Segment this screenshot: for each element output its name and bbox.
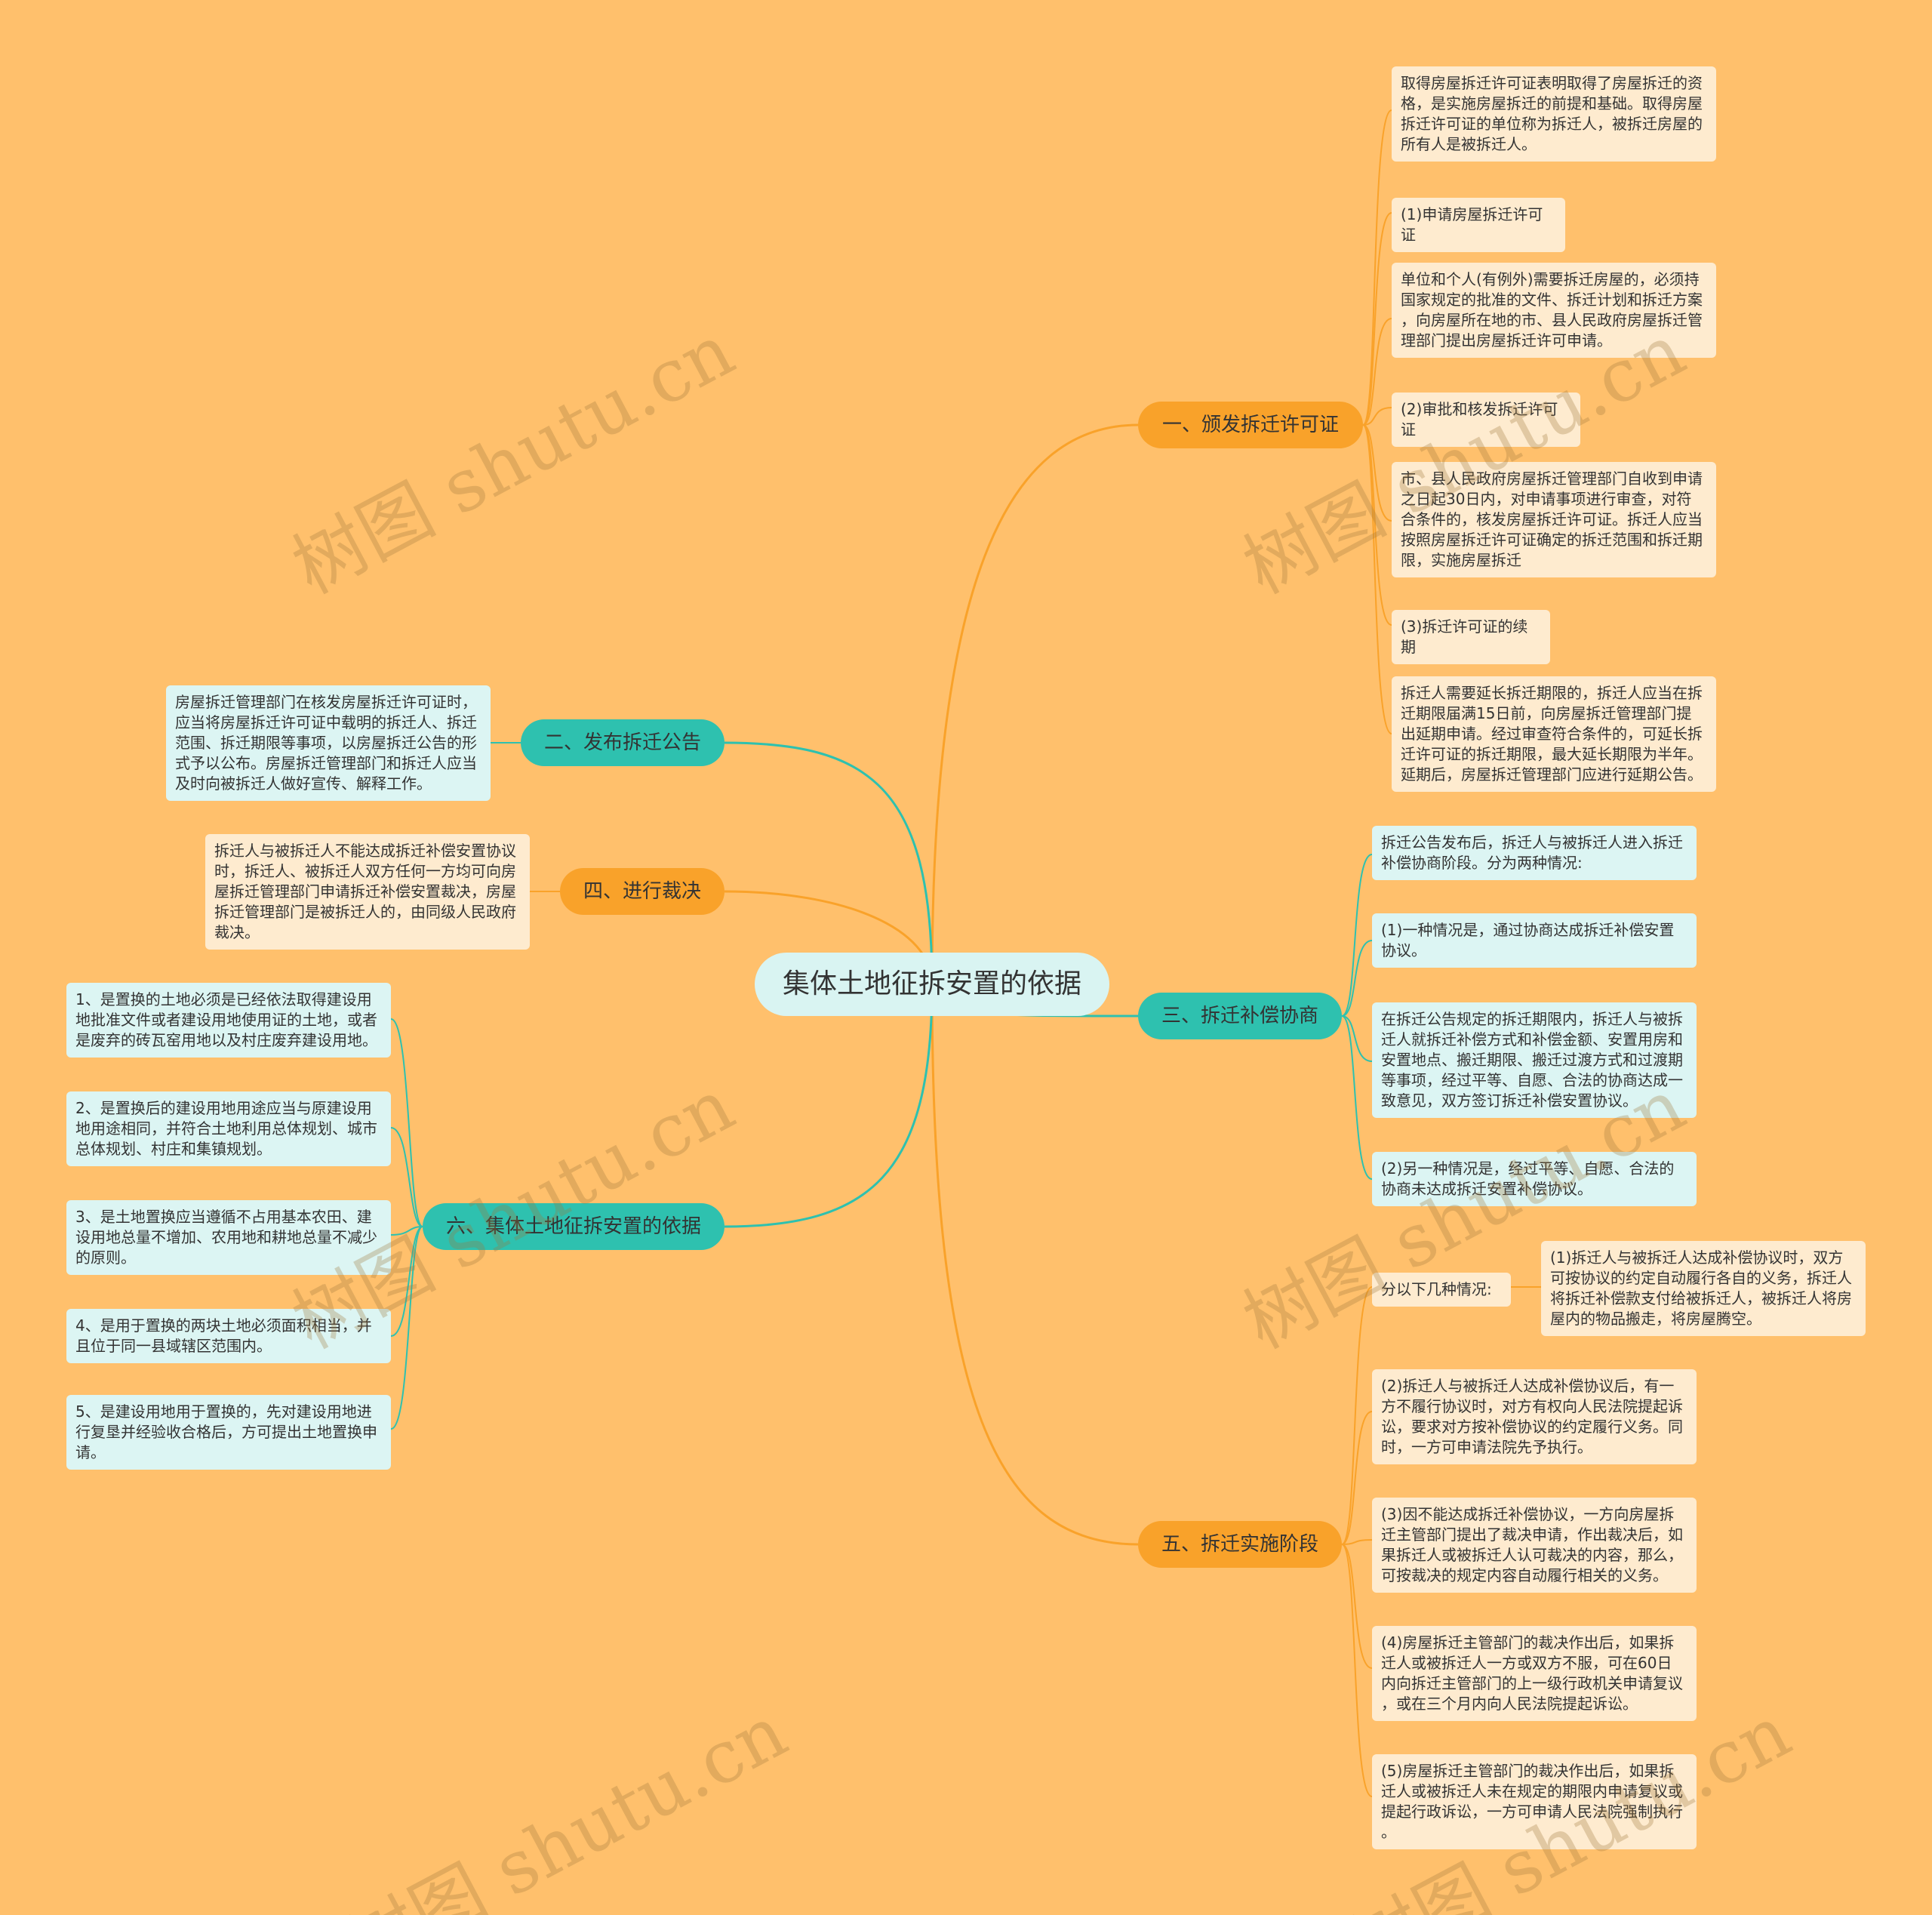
compensation-case-1: (1)一种情况是，通过协商达成拆迁补偿安置 协议。 bbox=[1372, 913, 1697, 968]
branch-ruling[interactable]: 四、进行裁决 bbox=[560, 868, 724, 915]
connector bbox=[1362, 424, 1392, 522]
connector bbox=[1341, 1286, 1373, 1545]
connector bbox=[1341, 854, 1373, 1017]
root-node[interactable]: 集体土地征拆安置的依据 bbox=[755, 953, 1109, 1016]
connector bbox=[724, 984, 934, 1228]
branch-publish-notice[interactable]: 二、发布拆迁公告 bbox=[521, 719, 724, 766]
branch-issue-permit[interactable]: 一、颁发拆迁许可证 bbox=[1138, 402, 1363, 448]
branch-collective-land-basis[interactable]: 六、集体土地征拆安置的依据 bbox=[423, 1203, 724, 1250]
connector bbox=[390, 1018, 423, 1227]
compensation-case-1-detail: 在拆迁公告规定的拆迁期限内，拆迁人与被拆 迁人就拆迁补偿方式和补偿金额、安置用房… bbox=[1372, 1002, 1697, 1118]
connector bbox=[931, 984, 1139, 1546]
connector bbox=[390, 1127, 423, 1227]
connector bbox=[1341, 1015, 1373, 1180]
connector bbox=[390, 1226, 423, 1430]
connector bbox=[1362, 318, 1392, 426]
permit-note-qualification: 取得房屋拆迁许可证表明取得了房屋拆迁的资 格，是实施房屋拆迁的前提和基础。取得房… bbox=[1392, 66, 1716, 162]
branch-implementation[interactable]: 五、拆迁实施阶段 bbox=[1138, 1521, 1342, 1568]
notice-note: 房屋拆迁管理部门在核发房屋拆迁许可证时， 应当将房屋拆迁许可证中载明的拆迁人、拆… bbox=[166, 685, 491, 801]
compensation-intro: 拆迁公告发布后，拆迁人与被拆迁人进入拆迁 补偿协商阶段。分为两种情况: bbox=[1372, 826, 1697, 880]
ruling-note: 拆迁人与被拆迁人不能达成拆迁补偿安置协议 时，拆迁人、被拆迁人双方任何一方均可向… bbox=[205, 834, 530, 950]
connector bbox=[390, 1226, 423, 1236]
connector bbox=[1341, 1544, 1373, 1669]
connector bbox=[390, 1226, 423, 1337]
compensation-case-2: (2)另一种情况是，经过平等、自愿、合法的 协商未达成拆迁安置补偿协议。 bbox=[1372, 1152, 1697, 1206]
implementation-case-2: (2)拆迁人与被拆迁人达成补偿协议后，有一 方不履行协议时，对方有权向人民法院提… bbox=[1372, 1369, 1697, 1464]
connector bbox=[1341, 1539, 1373, 1545]
permit-note-approve: 市、县人民政府房屋拆迁管理部门自收到申请 之日起30日内，对申请事项进行审查，对… bbox=[1392, 462, 1716, 577]
permit-step-renew: (3)拆迁许可证的续期 bbox=[1392, 610, 1550, 664]
basis-item-4: 4、是用于置换的两块土地必须面积相当，并 且位于同一县域辖区范围内。 bbox=[66, 1309, 391, 1363]
permit-note-apply: 单位和个人(有例外)需要拆迁房屋的，必须持 国家规定的批准的文件、拆迁计划和拆迁… bbox=[1392, 263, 1716, 358]
connector bbox=[1362, 424, 1392, 734]
permit-note-renew: 拆迁人需要延长拆迁期限的，拆迁人应当在拆 迁期限届满15日前，向房屋拆迁管理部门… bbox=[1392, 676, 1716, 792]
branch-compensation[interactable]: 三、拆迁补偿协商 bbox=[1138, 993, 1342, 1039]
connector bbox=[1341, 1411, 1373, 1545]
connector bbox=[931, 423, 1139, 985]
basis-item-1: 1、是置换的土地必须是已经依法取得建设用 地批准文件或者建设用地使用证的土地，或… bbox=[66, 983, 391, 1058]
connector bbox=[1362, 424, 1392, 626]
permit-step-approve: (2)审批和核发拆迁许可证 bbox=[1392, 393, 1580, 447]
connector bbox=[1341, 940, 1373, 1017]
connector bbox=[1341, 1015, 1373, 1062]
connector bbox=[724, 741, 934, 985]
basis-item-3: 3、是土地置换应当遵循不占用基本农田、建 设用地总量不增加、农用地和耕地总量不减… bbox=[66, 1200, 391, 1275]
basis-item-2: 2、是置换后的建设用地用途应当与原建设用 地用途相同，并符合土地利用总体规划、城… bbox=[66, 1091, 391, 1166]
connector bbox=[1362, 109, 1392, 426]
connector bbox=[1362, 212, 1392, 426]
implementation-case-5: (5)房屋拆迁主管部门的裁决作出后，如果拆 迁人或被拆迁人未在规定的期限内申请复… bbox=[1372, 1754, 1697, 1849]
implementation-case-3: (3)因不能达成拆迁补偿协议，一方向房屋拆 迁主管部门提出了裁决申请，作出裁决后… bbox=[1372, 1498, 1697, 1593]
connector bbox=[1341, 1544, 1373, 1797]
implementation-cases-label: 分以下几种情况: bbox=[1372, 1273, 1511, 1307]
permit-step-apply: (1)申请房屋拆迁许可证 bbox=[1392, 198, 1565, 252]
connector bbox=[1362, 407, 1392, 426]
implementation-case-1: (1)拆迁人与被拆迁人达成补偿协议时，双方 可按协议的约定自动履行各自的义务，拆… bbox=[1541, 1241, 1866, 1336]
implementation-case-4: (4)房屋拆迁主管部门的裁决作出后，如果拆 迁人或被拆迁人一方或双方不服，可在6… bbox=[1372, 1626, 1697, 1721]
basis-item-5: 5、是建设用地用于置换的，先对建设用地进 行复垦并经验收合格后，方可提出土地置换… bbox=[66, 1395, 391, 1470]
